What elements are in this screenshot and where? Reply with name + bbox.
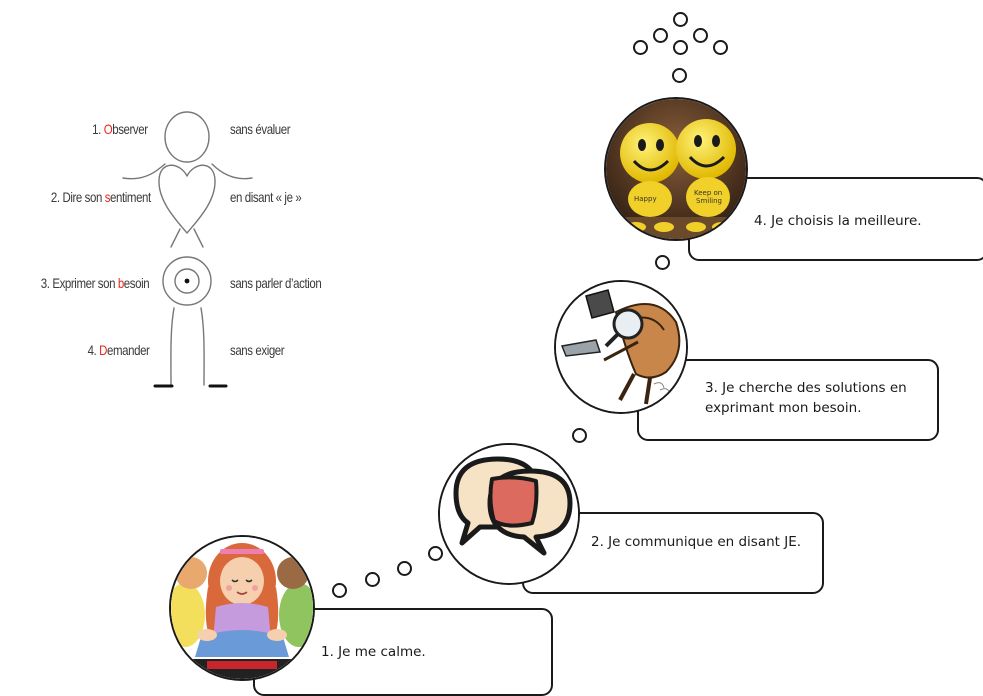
stick-figure-drawing bbox=[122, 111, 253, 388]
step-3-image bbox=[554, 280, 688, 414]
thought-dot bbox=[713, 40, 728, 55]
svg-text:Happy: Happy bbox=[634, 195, 657, 203]
step-demander-label: 4. Demander bbox=[87, 342, 149, 358]
thought-dot bbox=[365, 572, 380, 587]
step-besoin-label: 3. Exprimer son besoin bbox=[40, 275, 150, 291]
thought-dot bbox=[673, 12, 688, 27]
speech-bubbles-icon bbox=[440, 445, 578, 583]
detective-magnifier-icon bbox=[556, 282, 686, 412]
step-4-text: 4. Je choisis la meilleure. bbox=[754, 213, 922, 229]
step-besoin-qualifier: sans parler d’action bbox=[230, 275, 322, 291]
thought-dot bbox=[693, 28, 708, 43]
thought-dot bbox=[397, 561, 412, 576]
step-sentiment-label: 2. Dire son sentiment bbox=[51, 189, 151, 205]
smiley-figures-icon: Happy Keep on Smiling bbox=[606, 99, 746, 239]
figure-left-leg bbox=[170, 307, 175, 386]
thought-dot bbox=[633, 40, 648, 55]
thought-dot bbox=[655, 255, 670, 270]
children-meditating-icon bbox=[171, 537, 313, 679]
figure-belly-dot bbox=[184, 278, 190, 284]
figure-right-arm bbox=[211, 163, 253, 180]
thought-dot bbox=[332, 583, 347, 598]
figure-right-leg bbox=[200, 307, 205, 386]
step-3-box: 3. Je cherche des solutions en exprimant… bbox=[637, 359, 939, 441]
figure-belly-outer bbox=[162, 256, 212, 306]
step-demander-qualifier: sans exiger bbox=[230, 342, 285, 358]
thought-dot bbox=[673, 40, 688, 55]
step-2-text: 2. Je communique en disant JE. bbox=[591, 534, 802, 550]
svg-text:Smiling: Smiling bbox=[696, 197, 722, 205]
step-sentiment-qualifier: en disant « je » bbox=[230, 189, 302, 205]
figure-heart bbox=[158, 164, 216, 234]
step-observer-qualifier: sans évaluer bbox=[230, 121, 291, 137]
svg-text:Keep on: Keep on bbox=[694, 189, 722, 197]
thought-dot bbox=[428, 546, 443, 561]
thought-dot bbox=[572, 428, 587, 443]
step-1-text: 1. Je me calme. bbox=[321, 644, 426, 660]
figure-head bbox=[164, 111, 210, 163]
thought-dot bbox=[672, 68, 687, 83]
figure-belly-inner bbox=[174, 268, 200, 294]
step-3-text: 3. Je cherche des solutions en exprimant… bbox=[705, 380, 907, 416]
step-2-image bbox=[438, 443, 580, 585]
step-4-image: Happy Keep on Smiling bbox=[604, 97, 748, 241]
step-observer-label: 1. Observer bbox=[92, 121, 149, 137]
step-1-image bbox=[169, 535, 315, 681]
thought-dot bbox=[653, 28, 668, 43]
figure-left-arm bbox=[122, 163, 166, 180]
